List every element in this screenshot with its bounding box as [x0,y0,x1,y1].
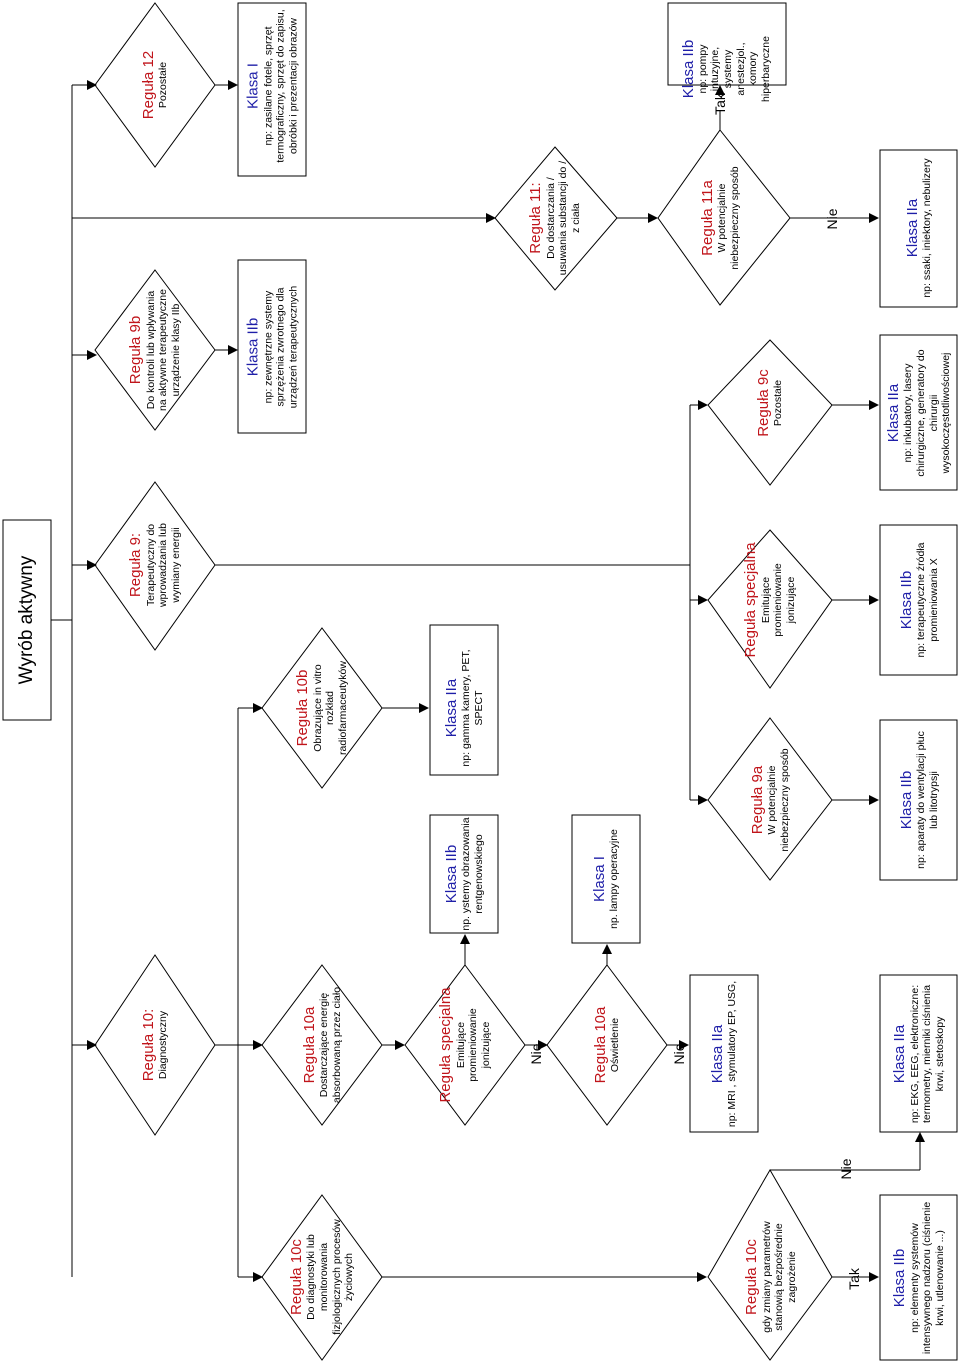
rule-special-2-desc: Emitujące promieniowanie jonizujące [759,563,797,637]
class-r10a-nie: Klasa IIa np: MRI , stymulatory EP, USG, [702,977,746,1131]
class-r10b: Klasa IIa np: gamma kamery, PET, SPECT [438,636,490,780]
class-r9c-title: Klasa IIa [885,383,903,443]
class-r11-nie-title: Klasa IIa [904,198,922,258]
rule-10c: Reguła 10c Do diagnostyki lub monitorowa… [288,1212,356,1342]
rule-10a-title: Reguła 10a [300,1006,318,1084]
rule-11a-title: Reguła 11a [698,180,716,256]
rule-10b: Reguła 10b Obrazujące in vitro rozkład r… [294,648,350,768]
rule-10a: Reguła 10a Dostarczające energię absorbo… [294,985,350,1105]
label-nie-4: Nie [838,1158,854,1180]
rule-11: Reguła 11: Do dostarczania / usuwania su… [527,158,583,278]
rule-9a: Reguła 9a W potencjalnie niebezpieczny s… [742,740,798,860]
rule-10b-title: Reguła 10b [294,669,312,747]
class-r11-nie-desc: np: ssaki, iniektory, nebulizery [921,158,934,298]
class-r10a-nie-title: Klasa IIa [709,1024,727,1084]
label-nie-2: Nie [671,1043,687,1065]
rule-9a-title: Reguła 9a [748,765,766,835]
class-spec2: Klasa IIb np: terapeutyczne źródła promi… [893,527,945,673]
rule-special-1: Reguła specjalna Emitujące promieniowani… [437,985,493,1105]
rule-9b: Reguła 9b Do kontroli lub wpływania na a… [125,285,185,415]
class-spec2-title: Klasa IIb [897,570,915,630]
class-r11-nie: Klasa IIa np: ssaki, iniektory, nebulize… [896,152,942,304]
class-ekg-title: Klasa IIa [891,1024,909,1084]
rule-special-1-desc: Emitujące promieniowanie jonizujące [454,1008,492,1082]
class-r9b-title: Klasa IIb [244,317,262,377]
class-spec1: Klasa IIb np. ystemy obrazowania rentgen… [438,816,490,932]
rule-10a-osw: Reguła 10a Oświetlenie [584,985,630,1105]
class-r12-title: Klasa I [244,63,262,109]
rule-10c-title: Reguła 10c [288,1239,306,1315]
rule-12-title: Reguła 12 [140,50,158,120]
rule-10c-desc: Do diagnostyki lub monitorowania fizjolo… [305,1219,356,1335]
label-nie-1: Nie [528,1043,544,1065]
rule-9b-desc: Do kontroli lub wpływania na aktywne ter… [144,289,182,411]
class-ekg: Klasa IIa np: EKG, EEG, elektroniczne: t… [888,978,950,1130]
class-r9b-desc: np: zewnętrzne systemy sprzężenia zwrotn… [262,285,300,409]
rule-special-2-title: Reguła specjalna [742,542,760,658]
rule-10c-2-title: Reguła 10c [743,1239,761,1315]
class-r9a: Klasa IIb np: aparaty do wentylacji płuc… [893,724,945,876]
rule-9b-title: Reguła 9b [127,315,145,385]
rule-11a: Reguła 11a W potencjalnie niebezpieczny … [692,158,748,278]
class-r9b: Klasa IIb np: zewnętrzne systemy sprzęże… [243,265,303,430]
root-title: Wyrób aktywny [16,555,37,685]
class-r10c-tak: Klasa IIb np: elementy systemów intensyw… [888,1197,950,1359]
rule-12-desc: Pozostałe [157,61,170,109]
class-r9c-desc: np: inkubatory, lasery chirurgiczne, gen… [902,349,953,477]
rule-special-2: Reguła specjalna Emitujące promieniowani… [742,540,798,660]
rule-9a-desc: W potencjalnie niebezpieczny sposób [766,748,791,852]
rule-10a-osw-desc: Oświetlenie [609,1017,622,1073]
class-r9a-desc: np: aparaty do wentylacji płuc lub litot… [915,731,940,869]
rule-10a-desc: Dostarczające energię absorbowaną przez … [318,986,343,1104]
class-r11-tak-title: Klasa IIb [679,39,697,99]
rule-10-title: Reguła 10: [140,1008,158,1082]
class-r12-desc: np: zasilane fotele, sprzęt termograficz… [262,9,300,163]
rule-11-desc: Do dostarczania / usuwania substancji do… [544,160,582,276]
rule-9c: Reguła 9c Pozostałe [747,343,793,463]
rule-10c-2: Reguła 10c gdy zmiany parametrów stanowi… [739,1219,803,1335]
class-spec1-desc: np. ystemy obrazowania rentgenowskiego [460,817,485,931]
rule-11-title: Reguła 11: [527,182,545,254]
class-spec2-desc: np: terapeutyczne źródła promieniowania … [915,542,940,658]
rule-10c-2-desc: gdy zmiany parametrów stanowią bezpośred… [760,1221,798,1333]
rule-9: Reguła 9: Terapeutyczny do wprowadzania … [126,505,184,625]
rule-9c-desc: Pozostałe [772,379,785,427]
rule-9-desc: Terapeutyczny do wprowadzania lub wymian… [144,522,182,608]
rule-10b-desc: Obrazujące in vitro rozkład radiofarmace… [311,661,349,755]
class-r10c-tak-desc: np: elementy systemów intensywnego nadzo… [908,1201,946,1355]
class-oswietlenie: Klasa I np. lampy operacyjne [583,818,629,940]
class-r10b-desc: np: gamma kamery, PET, SPECT [460,649,485,767]
rule-10a-osw-title: Reguła 10a [592,1006,610,1084]
class-r10a-nie-desc: np: MRI , stymulatory EP, USG, [726,980,739,1128]
label-tak-2: Tak [846,1268,862,1290]
rule-11a-desc: W potencjalnie niebezpieczny sposób [716,166,741,270]
class-oswietlenie-title: Klasa I [591,856,609,902]
class-r9c: Klasa IIa np: inkubatory, lasery chirurg… [885,337,952,489]
class-spec1-title: Klasa IIb [442,844,460,904]
class-r12: Klasa I np: zasilane fotele, sprzęt term… [242,4,304,169]
label-nie-3: Nie [824,208,840,230]
class-ekg-desc: np: EKG, EEG, elektroniczne: termometry,… [908,984,946,1124]
rule-10: Reguła 10: Diagnostyczny [134,985,176,1105]
rule-9-title: Reguła 9: [127,532,145,598]
rule-9c-title: Reguła 9c [755,369,773,437]
class-oswietlenie-desc: np. lampy operacyjne [608,829,621,929]
class-r11-tak-desc: np: pompy intuzyjne, systemy anestezjol.… [696,36,772,102]
rule-10-desc: Diagnostyczny [157,1010,170,1080]
rule-special-1-title: Reguła specjalna [437,987,455,1103]
class-r9a-title: Klasa IIb [897,770,915,830]
class-r10b-title: Klasa IIa [442,678,460,738]
label-tak-1: Tak [712,93,728,115]
class-r10c-tak-title: Klasa IIb [891,1248,909,1308]
rule-12: Reguła 12 Pozostałe [132,15,178,155]
